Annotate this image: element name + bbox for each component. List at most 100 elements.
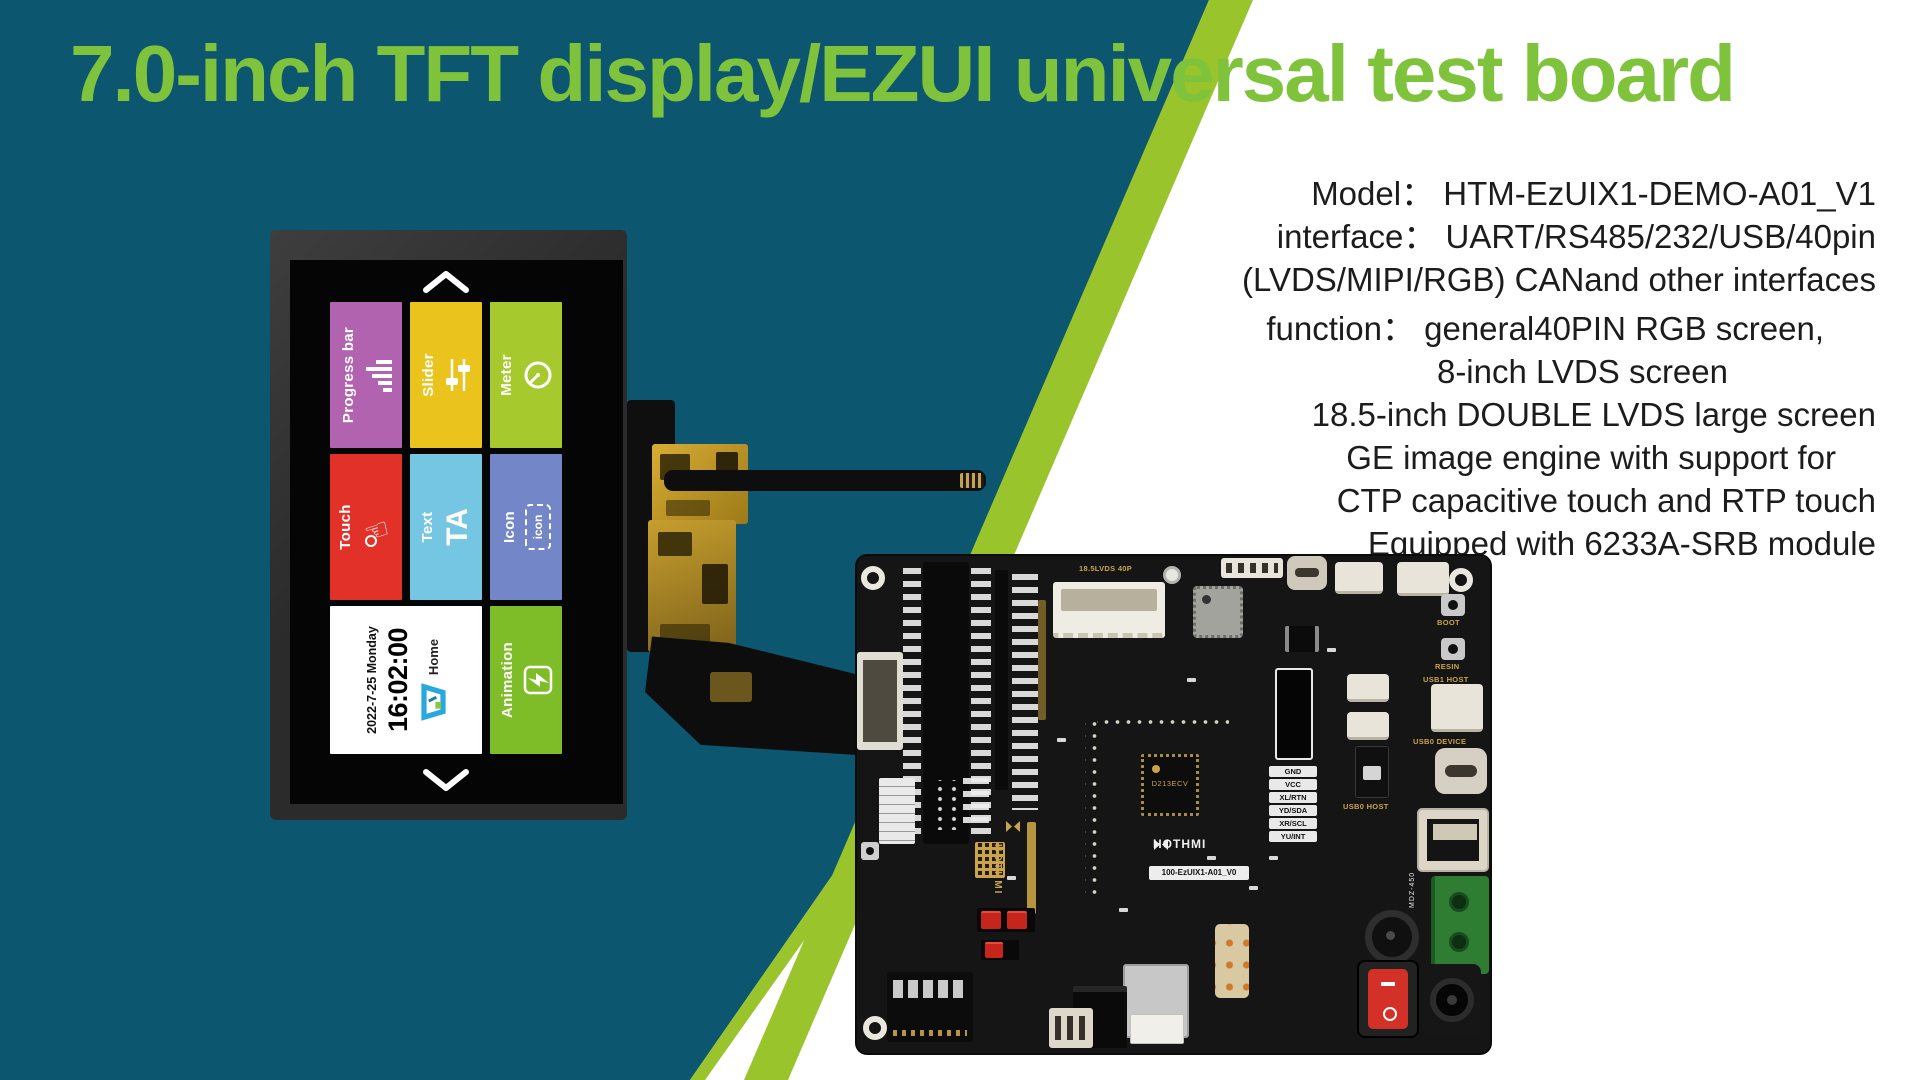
tile-touch: Touch ☝: [330, 454, 402, 600]
text-glyph: TA: [441, 508, 474, 546]
tile-text: Text TA: [410, 454, 482, 600]
hothmi-text-vertical: HOTHMI: [992, 844, 1003, 896]
fpc-connector-40pin: [1053, 582, 1165, 638]
power-rocker-switch: [1357, 960, 1419, 1038]
trimmer-component: [1215, 924, 1249, 998]
reset-label: RESIN: [1435, 662, 1460, 671]
silk-label-strip: [903, 568, 921, 836]
usb-c-port-top: [1287, 556, 1327, 590]
tile-animation: Animation: [490, 606, 562, 754]
usb-c-port-device: [1435, 748, 1487, 794]
usb1-host-connector: [1431, 684, 1483, 732]
reset-button: [1441, 638, 1465, 660]
spec-text-block: Model： HTM-EzUIX1-DEMO-A01_V1 interface：…: [1242, 172, 1876, 565]
green-thin-stripe: [690, 870, 851, 1080]
mounting-hole: [1449, 568, 1473, 592]
smd-passive: [1187, 678, 1196, 682]
power-jack: [1423, 964, 1481, 1036]
gold-label-strip: [1027, 822, 1036, 914]
hothmi-logo: [421, 683, 446, 721]
smd-passive: [1207, 856, 1216, 860]
usb0-device-label: USB0 DEVICE: [1413, 737, 1467, 746]
silk-label-strip: [971, 568, 991, 836]
terminal-silk-label: MDZ-450: [1409, 871, 1416, 908]
usb-a-port: [1417, 808, 1489, 872]
wifi-module: [1193, 586, 1243, 638]
animation-icon: [523, 665, 553, 695]
mcu-chip: D213ECV: [1141, 754, 1199, 816]
pin-via-row: [1097, 712, 1229, 724]
jst-connector: [1049, 1008, 1093, 1048]
tile-icon: Icon icon: [490, 454, 562, 600]
fpc-adapter-board-bottom: [648, 520, 736, 652]
terminal-block: [1431, 876, 1489, 974]
gold-label-strip: [1038, 600, 1046, 720]
mounting-hole: [861, 566, 885, 590]
silk-label-strip: [1012, 574, 1038, 810]
smd-passive: [1007, 876, 1016, 880]
tile-slider: Slider: [410, 302, 482, 448]
tile-label: Icon: [501, 510, 518, 544]
chevron-up-icon: [423, 271, 469, 293]
component-module: [887, 972, 973, 1042]
tile-label: Progress bar: [340, 326, 357, 424]
spec-line-module: Equipped with 6233A-SRB module: [1367, 525, 1876, 562]
jst-connector: [1347, 674, 1389, 702]
bar-chart-icon: [366, 360, 392, 392]
spec-line-lvds185: 18.5-inch DOUBLE LVDS large screen: [1311, 396, 1876, 433]
pinmap-label: [879, 778, 915, 844]
jumper-cap: [985, 942, 1003, 958]
smd-passive: [1327, 648, 1336, 652]
touch-hand-icon: ☝: [359, 507, 396, 547]
lvds-40p-label: 18.5LVDS 40P: [1079, 564, 1133, 573]
pin-header-2x5: [929, 780, 957, 830]
tile-meter: Meter: [490, 302, 562, 448]
soic-chip: [1285, 626, 1319, 652]
tile-label: Animation: [499, 641, 516, 719]
pcb-board: 18.5LVDS 40P BOOT RESIN GND VCC XL/RTN Y…: [857, 556, 1490, 1053]
touch-pin-label: YD/SDA: [1269, 805, 1317, 816]
gauge-icon: [524, 361, 552, 389]
tft-screen: Progress bar Slider Meter: [290, 260, 623, 804]
tile-label: Slider: [420, 353, 437, 397]
display-fpc-connector: [857, 652, 903, 750]
chevron-down-icon: [423, 769, 469, 791]
smd-passive: [1057, 738, 1066, 742]
touch-panel-header: [1275, 668, 1313, 760]
smd-passive: [1119, 908, 1128, 912]
boot-button: [1441, 594, 1465, 616]
buzzer: [1365, 910, 1419, 964]
spec-line-interface2: (LVDS/MIPI/RGB) CANand other interfaces: [1242, 261, 1876, 298]
tile-label: Text: [419, 511, 436, 543]
jumper-cap: [981, 911, 1001, 929]
touch-pin-label: VCC: [1269, 779, 1317, 790]
antenna-connector: [1163, 566, 1181, 584]
sd-card-slot: [1123, 964, 1189, 1044]
clock-date: 2022-7-25 Monday: [365, 626, 379, 734]
spec-line-model: Model： HTM-EzUIX1-DEMO-A01_V1: [1311, 175, 1876, 212]
tile-label: Touch: [337, 504, 354, 550]
touch-pin-label: XR/SCL: [1269, 818, 1317, 829]
pin-header-row: [995, 570, 1008, 790]
touch-pin-label: YU/INT: [1269, 831, 1317, 842]
page-title: 7.0-inch TFT display/EZUI universal test…: [70, 29, 1736, 118]
icon-box: icon: [525, 504, 551, 550]
spec-line-lvds8: 8-inch LVDS screen: [1436, 353, 1728, 390]
mcu-marking: D213ECV: [1151, 779, 1189, 788]
boot-label: BOOT: [1437, 618, 1460, 627]
smd-passive: [1249, 886, 1258, 890]
tactile-button: [861, 842, 879, 860]
usb1-host-label: USB1 HOST: [1423, 675, 1469, 684]
touch-pin-label: GND: [1269, 766, 1317, 777]
jst-connector: [1347, 712, 1389, 740]
sliders-icon: [446, 359, 470, 391]
clock-time: 16:02:00: [383, 627, 413, 733]
qr-code: [975, 842, 1005, 878]
spec-line-function: function： general40PIN RGB screen,: [1266, 310, 1824, 347]
jumper-cap: [1007, 911, 1027, 929]
touch-pin-label: XL/RTN: [1269, 792, 1317, 803]
tile-clock: 2022-7-25 Monday 16:02:00 Home: [330, 606, 482, 754]
spec-line-touch: CTP capacitive touch and RTP touch: [1336, 482, 1876, 519]
silk-label-strip: [963, 778, 989, 824]
